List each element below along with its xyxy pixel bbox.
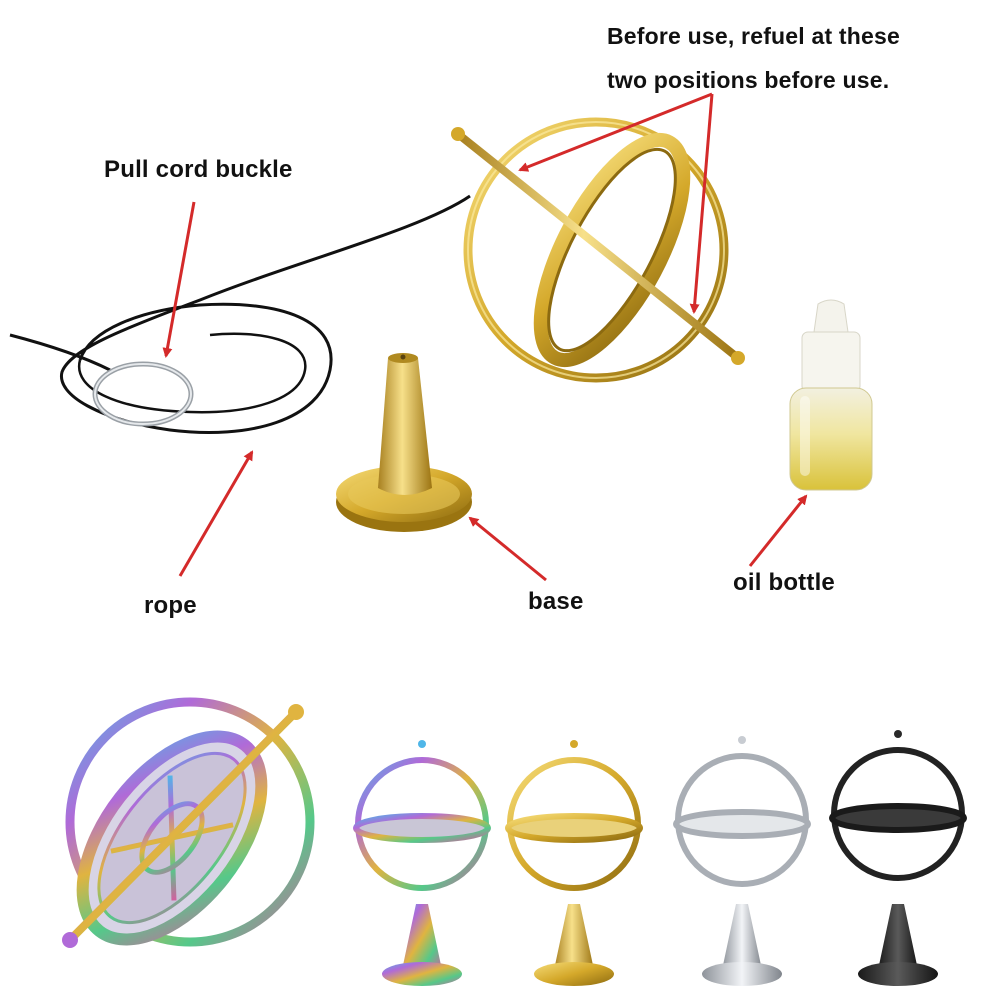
rainbow-gyroscope-standing: [353, 740, 491, 986]
base-label: base: [528, 588, 584, 615]
arrow-to-bottom-oil-point: [689, 93, 714, 314]
gold-gyroscope-standing: [505, 740, 643, 986]
rope-label: rope: [144, 592, 197, 619]
arrow-to-top-oil-point: [518, 92, 713, 172]
arrow-to-keyring: [162, 201, 196, 358]
rainbow-gyroscope-large: [62, 697, 315, 948]
black-gyroscope-standing: [829, 730, 967, 986]
pull-cord-buckle-label: Pull cord buckle: [104, 156, 293, 183]
annotation-arrows: [162, 92, 808, 582]
arrow-to-rope: [178, 450, 254, 577]
refuel-positions-label: Before use, refuel at these two position…: [607, 14, 900, 102]
rope-with-keyring: [9, 194, 471, 434]
oil-bottle-label: oil bottle: [733, 569, 835, 596]
gold-gyroscope: [451, 117, 745, 383]
refuel-label-line-2: two positions before use.: [607, 67, 890, 93]
arrow-to-oil-bottle: [748, 494, 808, 567]
keyring-icon: [92, 361, 194, 427]
silver-gyroscope-standing: [673, 736, 811, 986]
gyroscope-base: [336, 353, 472, 532]
arrow-to-base: [468, 516, 547, 582]
oil-bottle: [789, 299, 873, 491]
refuel-label-line-1: Before use, refuel at these: [607, 23, 901, 49]
